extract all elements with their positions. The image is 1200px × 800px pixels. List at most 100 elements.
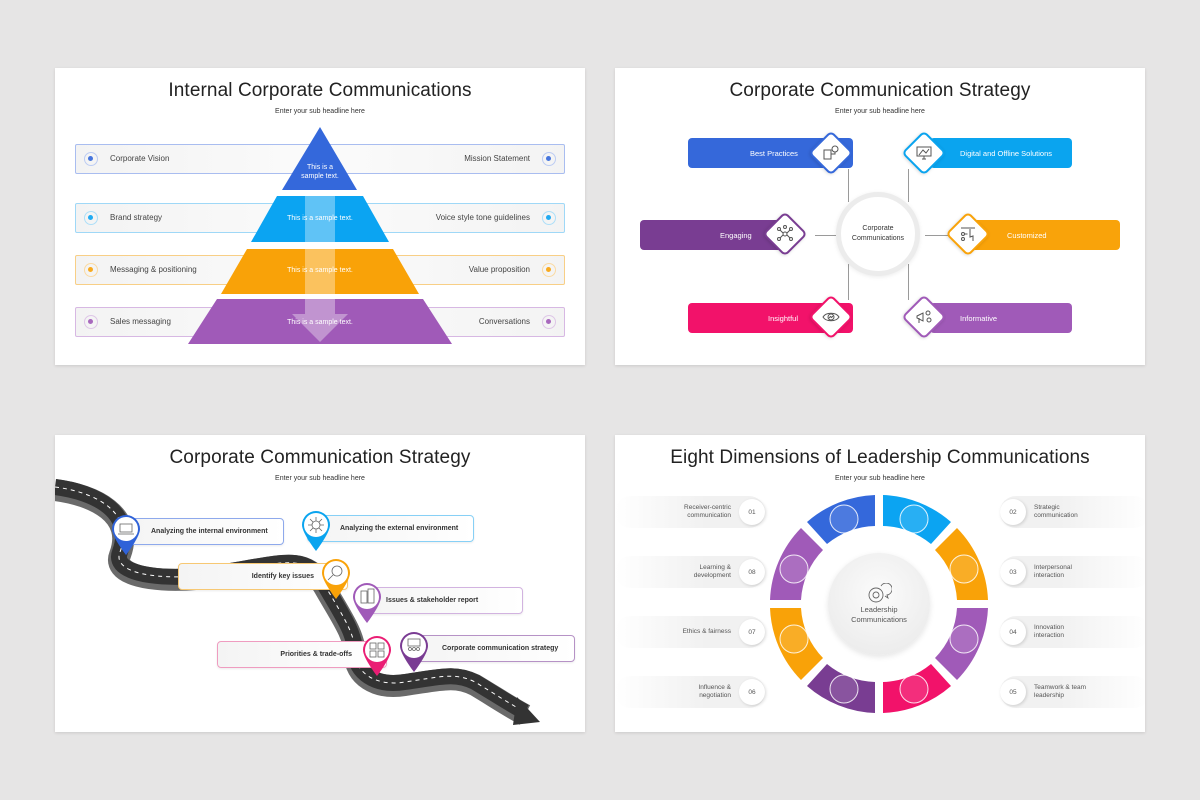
map-pin-dark-purple [400, 632, 428, 672]
ring-segment-07 [770, 608, 823, 680]
dimension-number-badge: 01 [739, 499, 765, 525]
dimension-08: Learning &development 08 [615, 556, 765, 588]
laptop-chart-icon [118, 523, 134, 535]
pyramid-tier-2-text: This is a sample text. [287, 215, 353, 222]
pyramid-tier-2 [251, 196, 389, 242]
chat-people-icon [949, 554, 979, 584]
target-dot-icon [542, 315, 556, 329]
team-grid-icon [899, 674, 929, 704]
ethics-chat-icon [779, 624, 809, 654]
connector-line [908, 169, 909, 202]
road-step-4: Issues & stakeholder report [360, 587, 523, 614]
slide-title: Eight Dimensions of Leadership Communica… [670, 447, 1090, 468]
connector-line [815, 235, 836, 236]
target-dot-icon [84, 263, 98, 277]
virus-network-icon [308, 517, 324, 533]
ring-segment-02 [883, 495, 951, 544]
slide-subtitle: Enter your sub headline here [835, 108, 925, 115]
pyramid-tier-3-text: This is a sample text. [287, 267, 353, 274]
slide-corporate-communication-strategy-hub: Corporate Communication Strategy Enter y… [615, 68, 1145, 365]
ring-segment-03 [935, 528, 988, 600]
report-building-icon [360, 588, 375, 604]
map-pin-blue [112, 515, 140, 555]
row-left-label: Corporate Vision [110, 154, 170, 163]
row-left-label: Sales messaging [110, 317, 171, 326]
slide-title: Corporate Communication Strategy [729, 80, 1031, 101]
target-dot-icon [84, 152, 98, 166]
pyramid-tier-4 [188, 299, 452, 344]
strategy-item-informative: Informative [930, 303, 1072, 333]
map-pin-orange [322, 559, 350, 599]
row-left-label: Brand strategy [110, 213, 163, 222]
slide-internal-corporate-communications: Internal Corporate Communications Enter … [55, 68, 585, 365]
ring-segment-01 [807, 495, 875, 544]
leadership-ring [770, 495, 988, 713]
speaker-person-icon [899, 504, 929, 534]
network-people-icon [772, 221, 798, 247]
target-dot-icon [542, 152, 556, 166]
strategy-item-customized: Customized [970, 220, 1120, 250]
road-step-1: Analyzing the internal environment [122, 518, 284, 545]
ring-segment-08 [770, 528, 823, 600]
priority-boxes-icon [369, 642, 385, 658]
ring-segment-06 [807, 664, 875, 713]
center-leadership-communications: Leadership Communications [828, 553, 930, 655]
pyramid-diagram [188, 127, 452, 344]
row-right-label: Voice style tone guidelines [435, 213, 530, 222]
dimension-number-badge: 02 [1000, 499, 1026, 525]
target-dot-icon [542, 263, 556, 277]
row-right-label: Mission Statement [464, 154, 530, 163]
slide-eight-dimensions-leadership: Eight Dimensions of Leadership Communica… [615, 435, 1145, 732]
connector-line [908, 264, 909, 300]
center-corporate-communications: Corporate Communications [836, 192, 920, 276]
down-arrow-icon [292, 196, 348, 342]
dimension-number-badge: 06 [739, 679, 765, 705]
road-step-6: Corporate communication strategy [407, 635, 575, 662]
eye-chart-icon [818, 304, 844, 330]
slide-corporate-communication-strategy-road: Corporate Communication Strategy Enter y… [55, 435, 585, 732]
learning-group-icon [779, 554, 809, 584]
road-step-5: Priorities & trade-offs [217, 641, 387, 668]
slide-subtitle: Enter your sub headline here [275, 475, 365, 482]
ring-segment-05 [883, 664, 951, 713]
pyramid-tier-1-text: This is a sample text. [301, 164, 339, 180]
connector-line [925, 235, 949, 236]
pyramid-tier-1 [282, 127, 357, 190]
map-pin-light-blue [302, 511, 330, 551]
row-right-label: Value proposition [468, 265, 530, 274]
hand-slider-icon [955, 221, 981, 247]
megaphone-people-icon [911, 304, 937, 330]
puzzle-person-icon [949, 624, 979, 654]
dimension-number-badge: 04 [1000, 619, 1026, 645]
row-right-label: Conversations [478, 317, 530, 326]
dimension-06: Influence &negotiation 06 [615, 676, 765, 708]
connector-line [848, 169, 849, 202]
road-step-3: Identify key issues [178, 563, 348, 590]
team-board-icon [407, 638, 421, 651]
strategy-item-digital-offline: Digital and Offline Solutions [930, 138, 1072, 168]
pyramid-tier-4-text: This is a sample text. [287, 319, 353, 326]
dimension-number-badge: 05 [1000, 679, 1026, 705]
target-dot-icon [84, 211, 98, 225]
handshake-gear-icon [829, 674, 859, 704]
target-dot-icon [542, 211, 556, 225]
connector-line [848, 264, 849, 300]
road-arrow-head [513, 697, 540, 725]
gear-chat-icon [868, 583, 892, 603]
dimension-number-badge: 07 [739, 619, 765, 645]
magnifier-warning-icon [327, 565, 343, 581]
network-icon [829, 504, 859, 534]
slide-title: Internal Corporate Communications [168, 80, 472, 101]
strategy-item-engaging: Engaging [640, 220, 785, 250]
gear-document-icon [818, 140, 844, 166]
target-dot-icon [84, 315, 98, 329]
slide-subtitle: Enter your sub headline here [275, 108, 365, 115]
dimension-number-badge: 08 [739, 559, 765, 585]
road-step-2: Analyzing the external environment [307, 515, 474, 542]
ring-segment-04 [935, 608, 988, 680]
